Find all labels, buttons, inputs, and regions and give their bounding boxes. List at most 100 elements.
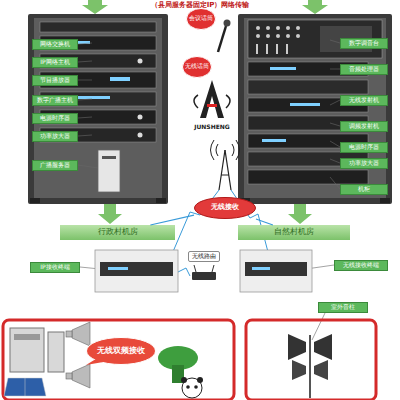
node-text: 无线路由 bbox=[192, 254, 216, 260]
column-speaker bbox=[314, 360, 328, 380]
right-rack bbox=[276, 26, 280, 30]
left-rack bbox=[28, 14, 168, 204]
column-speaker bbox=[314, 334, 332, 360]
site-frame bbox=[3, 320, 376, 400]
leader-line bbox=[78, 99, 92, 100]
node-text: 会议话筒 bbox=[189, 16, 213, 22]
callout-bubble: 无线双频接收 bbox=[86, 337, 156, 365]
node-text: 室外音柱 bbox=[331, 304, 355, 310]
panda-speaker bbox=[186, 385, 190, 389]
antenna-tower bbox=[211, 140, 240, 190]
node-text: 无线双频接收 bbox=[97, 347, 145, 355]
node-text: 功率放大器 bbox=[349, 160, 379, 166]
node-text: 电源时序器 bbox=[349, 144, 379, 150]
node-outline bbox=[187, 9, 216, 30]
node-text: 网络交换机 bbox=[40, 41, 70, 47]
node-text: 机柜 bbox=[358, 186, 370, 192]
mushroom-speaker bbox=[158, 346, 198, 383]
wireless-signal bbox=[178, 268, 190, 276]
antenna-tower bbox=[219, 150, 225, 190]
right-rack bbox=[286, 26, 290, 30]
column-speaker bbox=[288, 334, 332, 398]
leader-line bbox=[330, 40, 340, 43]
node-text: IP网络主机 bbox=[40, 59, 69, 65]
left-rack bbox=[102, 156, 116, 159]
node-text: 数字广播主机 bbox=[37, 97, 73, 103]
logo bbox=[194, 80, 230, 118]
node-text: IP接收终端 bbox=[40, 264, 69, 270]
equipment-label: 功率放大器 bbox=[32, 131, 78, 142]
antenna-tower bbox=[225, 150, 231, 190]
right-rack bbox=[238, 14, 392, 204]
room-band: 行政村机房 bbox=[60, 225, 175, 240]
leader-line bbox=[78, 165, 98, 168]
terminal-device bbox=[108, 267, 128, 270]
equipment-label: 节目播放器 bbox=[32, 75, 78, 86]
leader-line bbox=[330, 69, 340, 70]
node-text: 广播服务器 bbox=[40, 162, 70, 168]
logo bbox=[200, 80, 224, 118]
equipment-label: 机柜 bbox=[340, 184, 388, 195]
node-outline bbox=[87, 338, 156, 365]
right-rack bbox=[256, 44, 258, 54]
control-cabinet bbox=[10, 328, 64, 372]
node-text: 行政村机房 bbox=[98, 228, 138, 236]
node-text: 数字调音台 bbox=[349, 40, 379, 46]
equipment-label: 电源时序器 bbox=[32, 113, 78, 124]
column-speaker bbox=[288, 334, 306, 360]
text-label: JUNSHENG bbox=[186, 123, 238, 130]
node-text: 音频处理器 bbox=[349, 66, 379, 72]
left-rack bbox=[28, 14, 168, 204]
left-rack bbox=[156, 198, 166, 203]
right-rack bbox=[262, 67, 320, 142]
right-rack bbox=[248, 80, 368, 94]
leader-line bbox=[78, 40, 340, 340]
node-outline bbox=[195, 198, 256, 219]
left-rack bbox=[138, 59, 143, 64]
room-band: 自然村机房 bbox=[238, 225, 350, 240]
antenna-tower bbox=[236, 140, 240, 160]
right-rack bbox=[276, 34, 280, 38]
router bbox=[212, 265, 214, 272]
equipment-label: 功率放大器 bbox=[340, 158, 388, 169]
node-text: 无线发射机 bbox=[349, 97, 379, 103]
horn-speaker bbox=[66, 331, 72, 337]
right-rack bbox=[238, 14, 392, 204]
right-rack bbox=[248, 170, 368, 184]
left-rack bbox=[40, 22, 156, 32]
node-text: 无线接收终端 bbox=[343, 262, 379, 268]
left-rack bbox=[138, 59, 143, 138]
microphone bbox=[218, 20, 231, 53]
solar-panel bbox=[4, 378, 46, 396]
equipment-label: 无线发射机 bbox=[340, 95, 388, 106]
top-arrow bbox=[82, 0, 108, 14]
panda-speaker bbox=[182, 378, 202, 398]
right-rack bbox=[266, 34, 270, 38]
leader-line bbox=[330, 177, 340, 189]
logo bbox=[194, 95, 198, 108]
equipment-label: 网络交换机 bbox=[32, 39, 78, 50]
equipment-label: 电源时序器 bbox=[340, 142, 388, 153]
signal-connector bbox=[150, 215, 194, 225]
leader-line bbox=[330, 141, 340, 147]
leader-line bbox=[330, 159, 340, 163]
right-rack bbox=[276, 44, 278, 54]
equipment-label: 无线接收终端 bbox=[334, 260, 388, 271]
text-label: （县局服务器固定IP）网络传输 bbox=[120, 0, 280, 10]
horn-speaker bbox=[66, 322, 90, 388]
left-rack bbox=[138, 133, 143, 138]
right-rack bbox=[286, 34, 290, 38]
horn-speaker bbox=[72, 322, 90, 346]
right-rack bbox=[296, 34, 300, 38]
logo bbox=[207, 104, 217, 107]
device-label: 无线路由 bbox=[188, 251, 220, 262]
router bbox=[194, 265, 196, 272]
leader-line bbox=[78, 117, 92, 118]
signal-connector bbox=[256, 219, 273, 225]
horn-speaker bbox=[66, 373, 72, 379]
control-cabinet bbox=[10, 328, 44, 372]
terminal-device bbox=[240, 250, 312, 292]
terminal-device bbox=[95, 250, 178, 292]
equipment-label: 广播服务器 bbox=[32, 160, 78, 171]
